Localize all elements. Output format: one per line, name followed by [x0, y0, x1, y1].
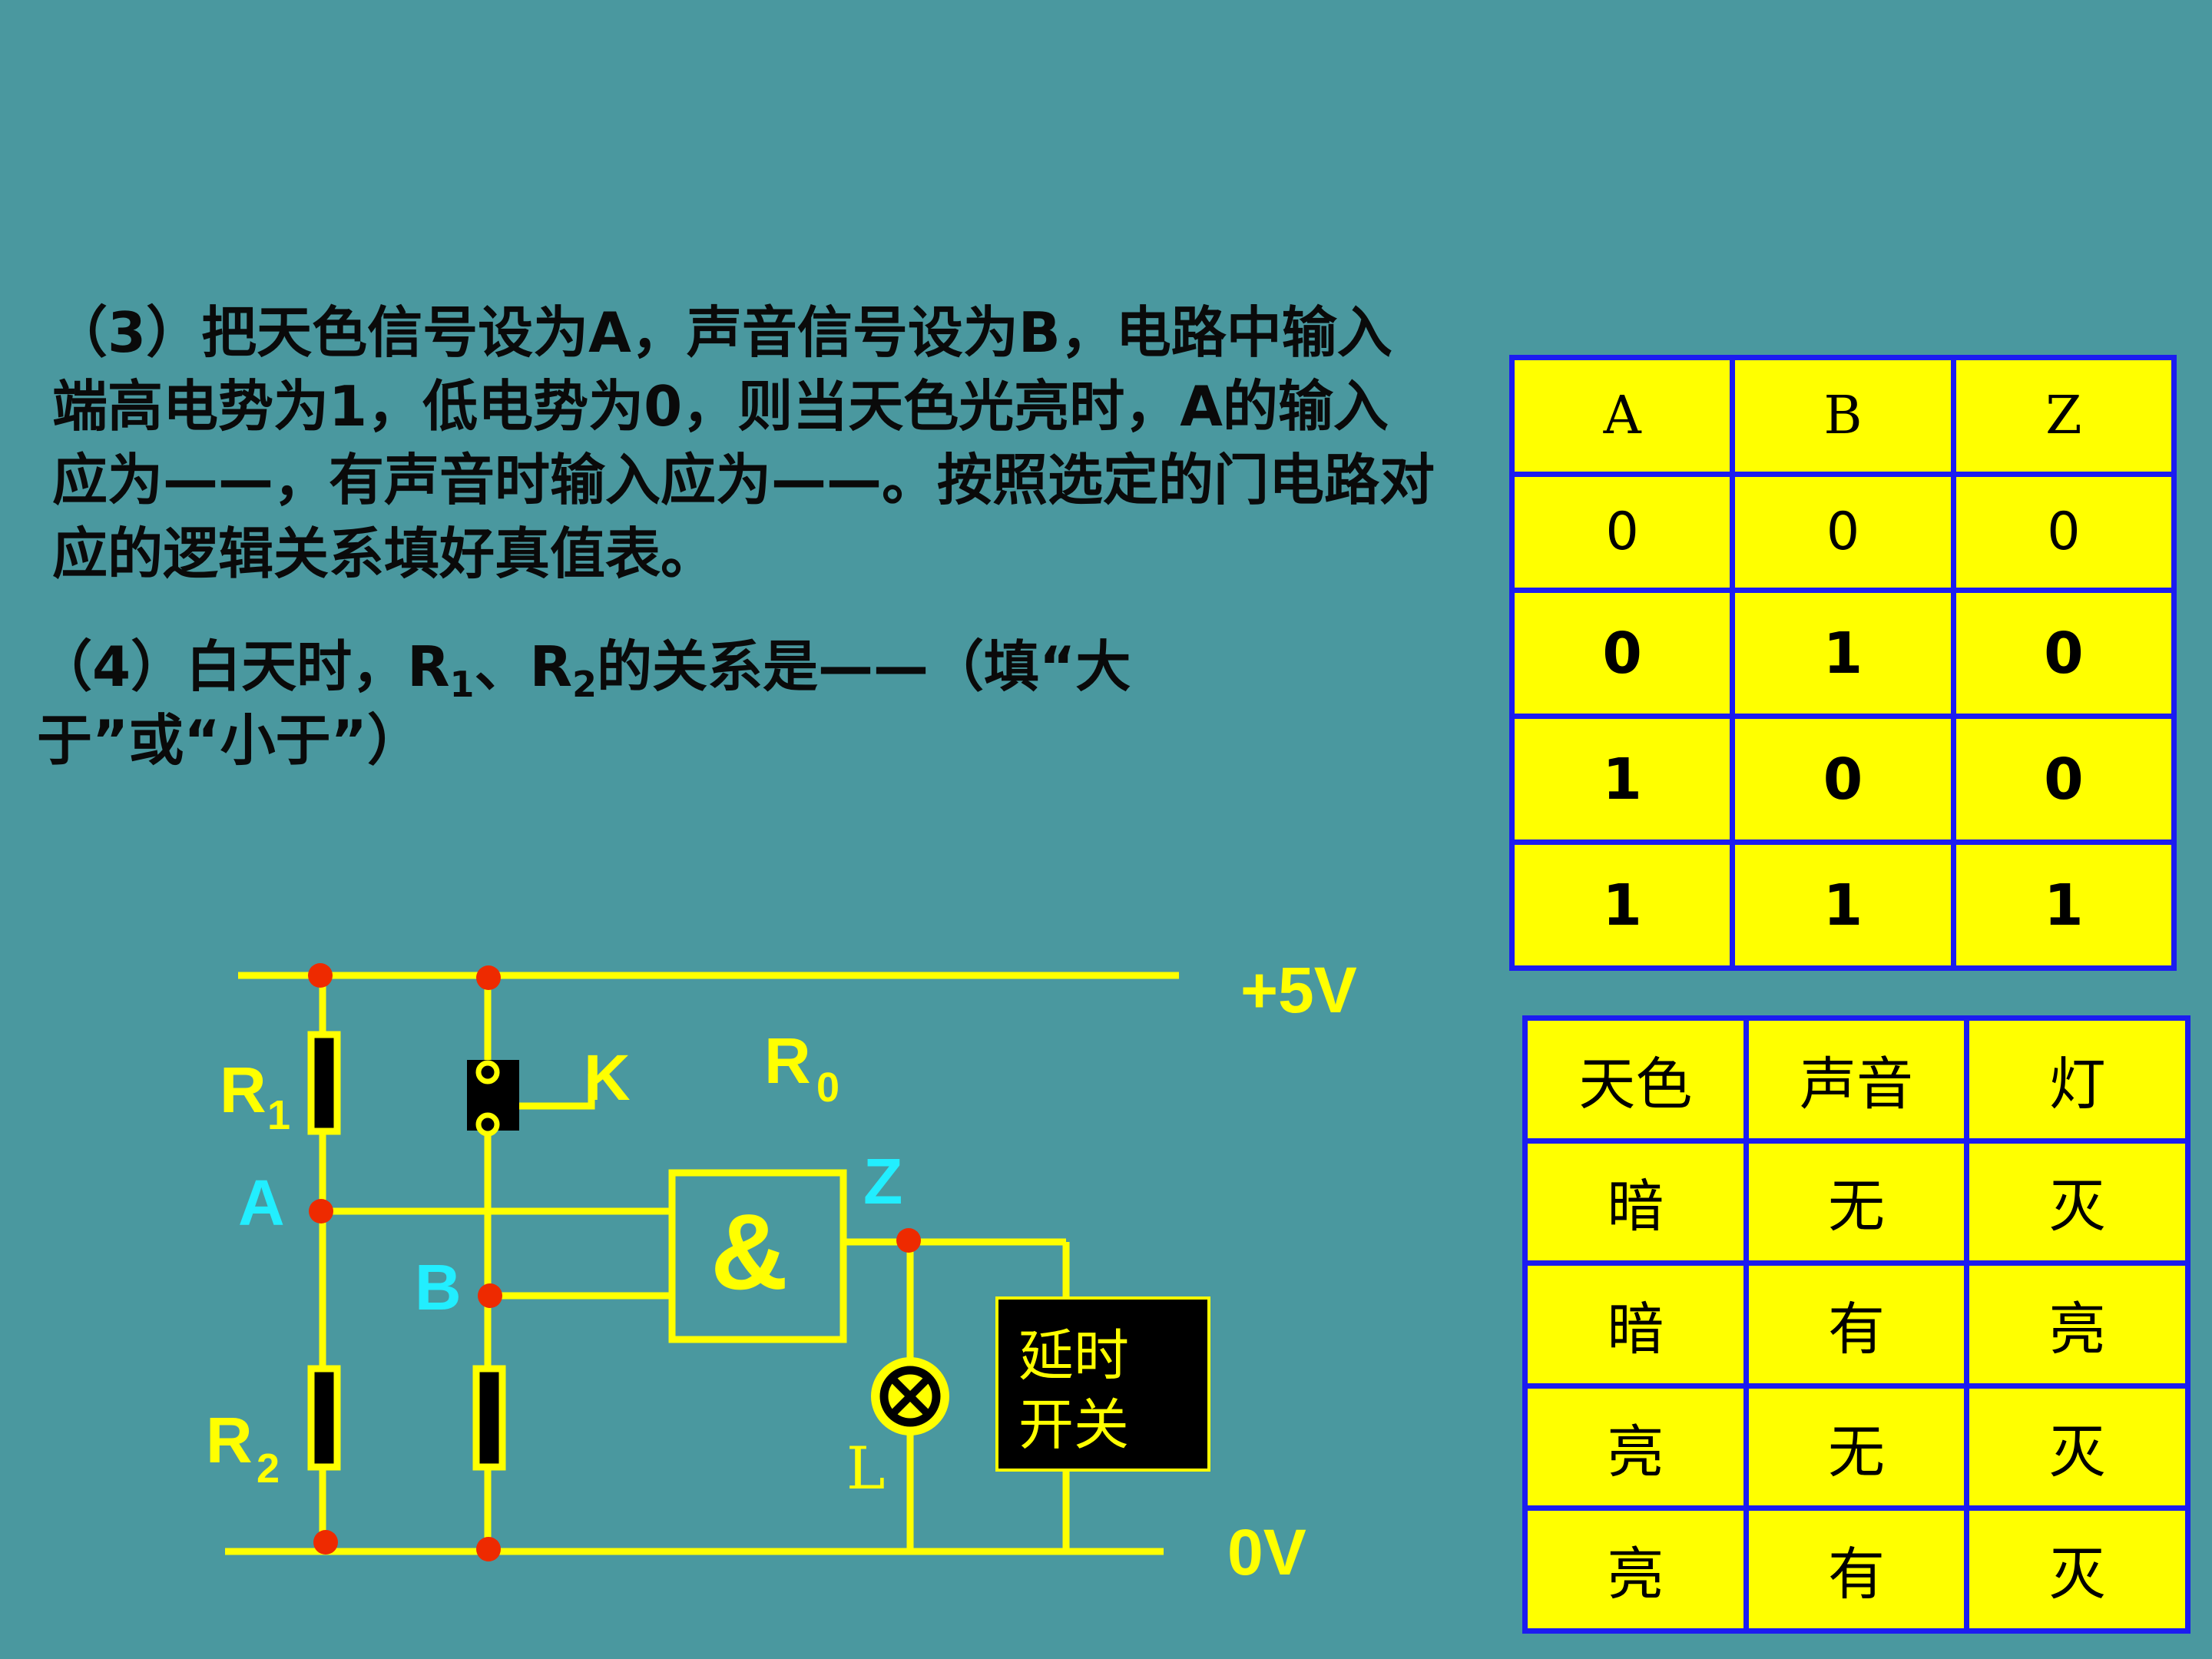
delay-switch-label-line2: 开关 [1018, 1392, 1129, 1457]
q4-sep: 、R [474, 634, 573, 699]
node-dot-z [896, 1228, 921, 1253]
truth-table: A B Z 0 0 0 0 1 0 1 0 0 1 1 1 [1508, 355, 2177, 971]
delay-switch-label-line1: 延时 [1018, 1323, 1129, 1388]
r2-subscript: 2 [257, 1445, 280, 1492]
condition-cell: 亮 [1522, 1382, 1749, 1512]
node-dot-a [309, 1199, 333, 1224]
truth-cell: 0 [1950, 588, 2177, 720]
truth-table-row: 1 0 0 [1508, 714, 2177, 846]
q4-sub1: 1 [449, 664, 475, 705]
condition-table-row: 亮 无 灭 [1522, 1382, 2190, 1512]
truth-header-a: A [1508, 355, 1736, 477]
truth-cell: 0 [1508, 471, 1736, 594]
truth-cell: 1 [1508, 839, 1736, 971]
delay-switch-box [995, 1296, 1210, 1472]
switch-contact-bottom [475, 1112, 500, 1137]
truth-cell: 1 [1508, 714, 1736, 846]
and-gate-symbol: & [710, 1191, 788, 1312]
condition-cell: 暗 [1522, 1260, 1749, 1389]
ground-label: 0V [1227, 1516, 1306, 1588]
and-gate [668, 1169, 847, 1343]
switch-contact-top [475, 1060, 500, 1084]
r0-subscript: 0 [816, 1065, 839, 1111]
condition-cell: 灭 [1964, 1137, 2190, 1267]
condition-cell: 亮 [1964, 1260, 2190, 1389]
switch-k-label: K [584, 1041, 631, 1114]
truth-table-header-row: A B Z [1508, 355, 2177, 477]
condition-table-row: 暗 无 灭 [1522, 1137, 2190, 1267]
q4-sub2: 2 [572, 664, 598, 705]
truth-cell: 0 [1730, 471, 1956, 594]
node-dot [308, 963, 333, 988]
lamp-cross [889, 1375, 932, 1418]
node-dot [476, 1537, 501, 1561]
condition-cell: 暗 [1522, 1137, 1749, 1267]
condition-table: 天色 声音 灯 暗 无 灭 暗 有 亮 亮 无 灭 亮 有 灭 [1522, 1015, 2190, 1634]
condition-table-row: 亮 有 灭 [1522, 1505, 2190, 1634]
r2-label: R [206, 1404, 253, 1476]
truth-cell: 0 [1730, 714, 1956, 846]
condition-cell: 灭 [1964, 1382, 2190, 1512]
r1-subscript: 1 [267, 1092, 290, 1138]
node-z-label: Z [863, 1145, 902, 1217]
truth-cell: 0 [1508, 588, 1736, 720]
question-3-text: （3）把天色信号设为A，声音信号设为B，电路中输入端高电势为1，低电势为0，则当… [52, 300, 1435, 586]
q4-suffix: 的关系是——（填“大于”或“小于”） [37, 634, 1131, 773]
lamp-ring [879, 1366, 941, 1427]
node-dot-b [478, 1283, 502, 1308]
condition-cell: 无 [1743, 1137, 1970, 1267]
condition-table-header-row: 天色 声音 灯 [1522, 1015, 2190, 1144]
r0-label: R [764, 1025, 811, 1097]
condition-header-lamp: 灯 [1964, 1015, 2190, 1144]
resistor-r0 [472, 1365, 506, 1471]
node-b-label: B [415, 1251, 462, 1323]
truth-cell: 1 [1950, 839, 2177, 971]
condition-cell: 有 [1743, 1505, 1970, 1634]
lamp-label: L [846, 1434, 885, 1502]
node-dot [313, 1530, 338, 1555]
switch-arm [511, 1074, 595, 1110]
resistor-r1 [307, 1031, 341, 1135]
resistor-r2 [307, 1365, 341, 1471]
condition-cell: 灭 [1964, 1505, 2190, 1634]
truth-header-z: Z [1950, 355, 2177, 477]
condition-table-row: 暗 有 亮 [1522, 1260, 2190, 1389]
truth-header-b: B [1730, 355, 1956, 477]
condition-cell: 亮 [1522, 1505, 1749, 1634]
truth-table-row: 0 1 0 [1508, 588, 2177, 720]
truth-table-row: 1 1 1 [1508, 839, 2177, 971]
r1-label: R [220, 1054, 267, 1126]
condition-header-sound: 声音 [1743, 1015, 1970, 1144]
truth-cell: 0 [1950, 714, 2177, 846]
truth-table-row: 0 0 0 [1508, 471, 2177, 594]
node-dot [476, 965, 501, 990]
vplus-label: +5V [1240, 954, 1357, 1026]
condition-cell: 无 [1743, 1382, 1970, 1512]
node-dots [308, 963, 921, 1561]
q4-prefix: （4）白天时，R [37, 634, 450, 699]
question-4-text: （4）白天时，R1、R2的关系是——（填“大于”或“小于”） [37, 630, 1343, 777]
node-a-label: A [238, 1167, 285, 1239]
truth-cell: 1 [1730, 839, 1956, 971]
truth-cell: 0 [1950, 471, 2177, 594]
condition-header-sky: 天色 [1522, 1015, 1749, 1144]
truth-cell: 1 [1730, 588, 1956, 720]
condition-cell: 有 [1743, 1260, 1970, 1389]
